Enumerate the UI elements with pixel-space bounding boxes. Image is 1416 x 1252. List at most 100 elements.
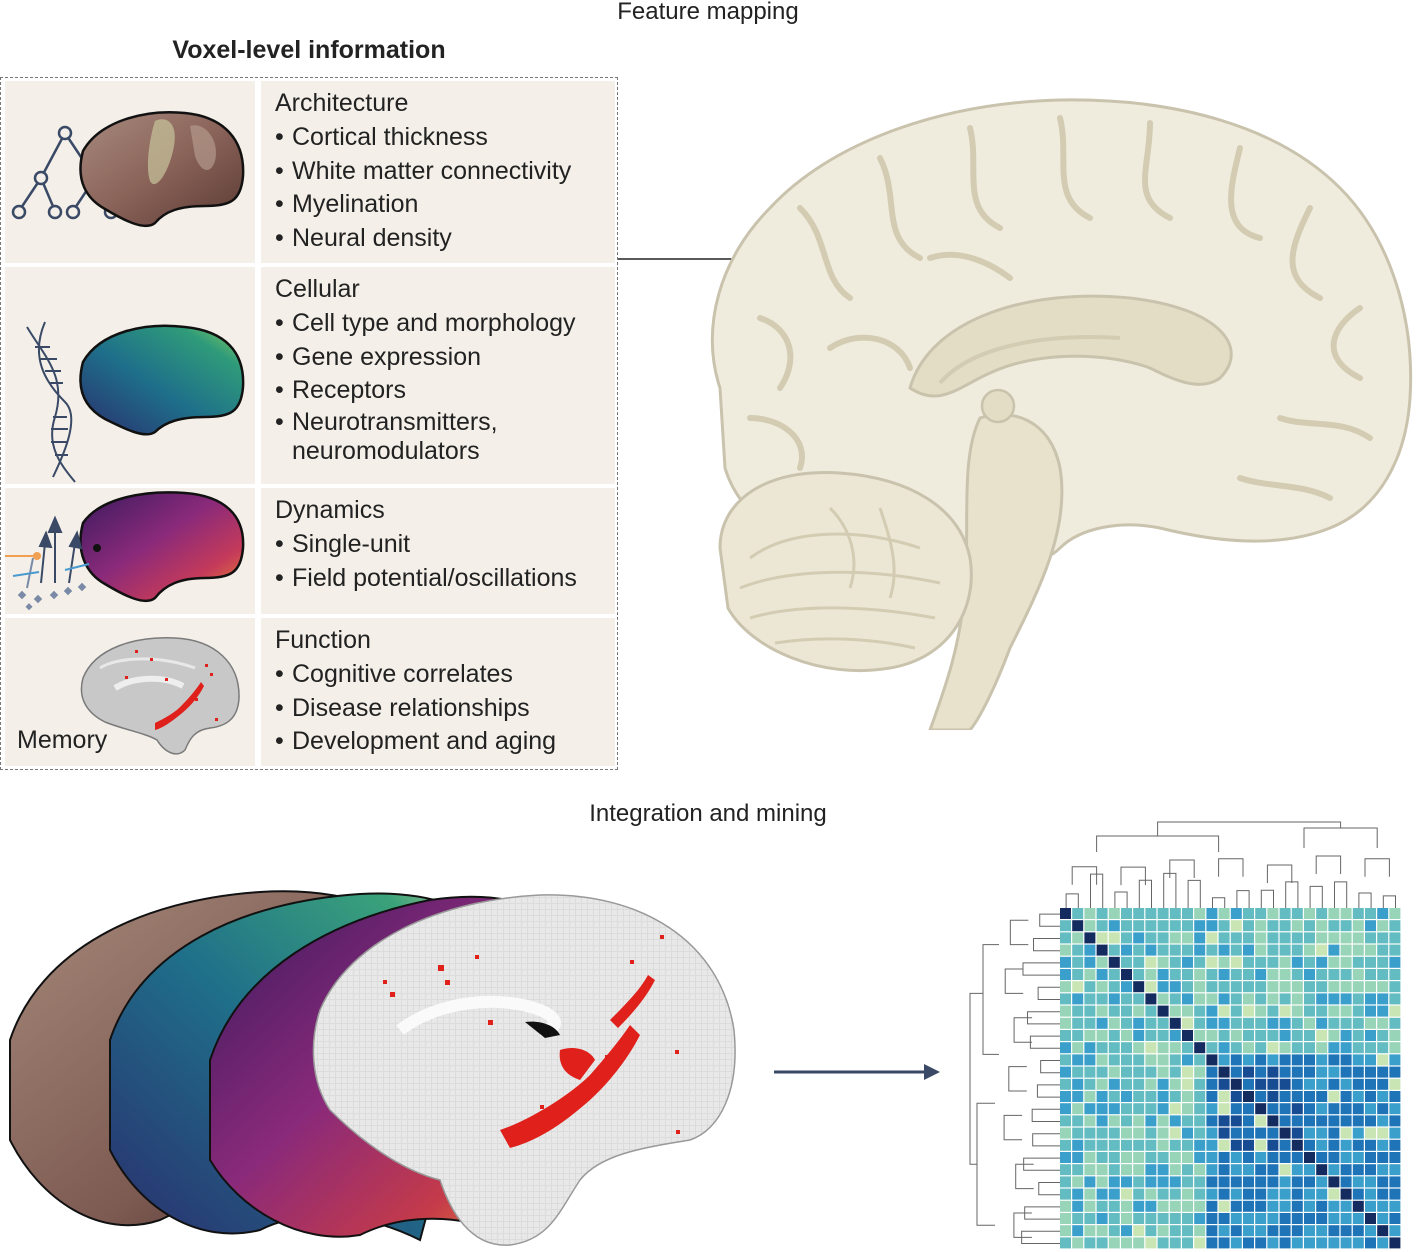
heatmap-cell xyxy=(1121,1176,1132,1188)
dendrogram-branch xyxy=(1309,885,1323,908)
heatmap-cell xyxy=(1255,1091,1267,1102)
heatmap-cell xyxy=(1157,981,1169,993)
integration-arrow xyxy=(774,1064,940,1080)
heatmap-cell xyxy=(1194,1176,1206,1188)
heatmap-cell xyxy=(1365,1017,1376,1029)
heatmap-cell xyxy=(1279,1078,1291,1090)
heatmap-cell xyxy=(1230,932,1242,944)
heatmap-cell xyxy=(1060,1005,1071,1017)
dynamics-row: Dynamics Single-unit Field potential/osc… xyxy=(5,488,615,614)
heatmap-cell xyxy=(1133,1127,1145,1139)
heatmap-cell xyxy=(1084,932,1096,944)
heatmap-cell xyxy=(1121,944,1132,956)
heatmap-cell xyxy=(1096,944,1108,956)
heatmap-cell xyxy=(1121,908,1132,919)
heatmap-cell xyxy=(1145,1237,1157,1249)
heatmap-cell xyxy=(1255,920,1267,932)
heatmap-cell xyxy=(1267,993,1279,1005)
heatmap-cell xyxy=(1194,1213,1206,1224)
heatmap-cell xyxy=(1365,908,1376,919)
heatmap-cell xyxy=(1206,1164,1218,1176)
heatmap-cell xyxy=(1084,1115,1096,1127)
heatmap-cell xyxy=(1255,1054,1267,1066)
heatmap-cell xyxy=(1194,1103,1206,1115)
heatmap-cell xyxy=(1133,1042,1145,1054)
heatmap-cell xyxy=(1243,1017,1254,1029)
heatmap-cell xyxy=(1291,1237,1303,1249)
heatmap-cell xyxy=(1182,981,1193,993)
dendrogram-branch xyxy=(1071,866,1098,885)
heatmap-cell xyxy=(1230,956,1242,968)
heatmap-cell xyxy=(1291,1152,1303,1163)
heatmap-cell xyxy=(1182,1042,1193,1054)
heatmap-cell xyxy=(1340,1091,1352,1102)
heatmap-cell xyxy=(1145,956,1157,968)
heatmap-cell xyxy=(1206,1091,1218,1102)
heatmap-cell xyxy=(1157,932,1169,944)
heatmap-cell xyxy=(1072,1225,1084,1237)
heatmap-cell xyxy=(1352,1188,1364,1200)
bullet-item: White matter connectivity xyxy=(275,155,615,189)
dendrogram-branch xyxy=(1169,859,1195,878)
heatmap-cell xyxy=(1389,920,1401,932)
heatmap-cell xyxy=(1267,908,1279,919)
heatmap-cell xyxy=(1279,1164,1291,1176)
heatmap-cell xyxy=(1352,1176,1364,1188)
heatmap-cell xyxy=(1108,1103,1120,1115)
heatmap-cell xyxy=(1328,956,1340,968)
heatmap-cell xyxy=(1377,1200,1389,1212)
heatmap-cell xyxy=(1243,1176,1254,1188)
heatmap-cell xyxy=(1267,1091,1279,1102)
heatmap-cell xyxy=(1328,1213,1340,1224)
dendrogram-branch xyxy=(982,944,999,1055)
heatmap-cell xyxy=(1133,993,1145,1005)
heatmap-cell xyxy=(1096,1139,1108,1151)
heatmap-cell xyxy=(1377,1115,1389,1127)
cellular-row: Cellular Cell type and morphology Gene e… xyxy=(5,267,615,484)
heatmap-cell xyxy=(1072,1152,1084,1163)
heatmap-cell xyxy=(1218,932,1230,944)
heatmap-cell xyxy=(1218,1164,1230,1176)
heatmap-cell xyxy=(1060,1103,1071,1115)
heatmap-cell xyxy=(1169,956,1181,968)
heatmap-cell xyxy=(1096,1030,1108,1041)
heatmap-cell xyxy=(1169,1091,1181,1102)
heatmap-cell xyxy=(1340,1188,1352,1200)
heatmap-cell xyxy=(1194,1030,1206,1041)
heatmap-cell xyxy=(1169,920,1181,932)
heatmap-cell xyxy=(1182,1188,1193,1200)
heatmap-cell xyxy=(1182,1030,1193,1041)
heatmap-cell xyxy=(1194,1042,1206,1054)
heatmap-cell xyxy=(1365,1225,1376,1237)
heatmap-cell xyxy=(1316,1152,1328,1163)
heatmap-cell xyxy=(1243,920,1254,932)
heatmap-cell xyxy=(1255,1188,1267,1200)
heatmap-cell xyxy=(1365,1030,1376,1041)
heatmap-cell xyxy=(1096,908,1108,919)
heatmap-cell xyxy=(1389,1152,1401,1163)
heatmap-cell xyxy=(1194,993,1206,1005)
heatmap-cell xyxy=(1267,1213,1279,1224)
heatmap-cell xyxy=(1267,1152,1279,1163)
heatmap-cell xyxy=(1291,908,1303,919)
heatmap-cell xyxy=(1218,1176,1230,1188)
dendrogram-branch xyxy=(1157,821,1342,836)
heatmap-cell xyxy=(1145,1152,1157,1163)
heatmap-cell xyxy=(1206,1213,1218,1224)
heatmap-cell xyxy=(1157,1139,1169,1151)
heatmap-cell xyxy=(1194,1115,1206,1127)
heatmap-cell xyxy=(1291,981,1303,993)
heatmap-cell xyxy=(1230,1078,1242,1090)
heatmap-cell xyxy=(1316,1115,1328,1127)
heatmap-cell xyxy=(1304,1054,1315,1066)
heatmap-cell xyxy=(1206,1054,1218,1066)
heatmap-cell xyxy=(1145,1030,1157,1041)
dendrogram-branch xyxy=(1358,892,1372,908)
heatmap-cell xyxy=(1121,993,1132,1005)
heatmap-cell xyxy=(1304,1139,1315,1151)
heatmap-cell xyxy=(1304,1066,1315,1078)
heatmap-cell xyxy=(1316,1091,1328,1102)
heatmap-cell xyxy=(1340,1176,1352,1188)
heatmap-cell xyxy=(1145,1005,1157,1017)
heatmap-cell xyxy=(1084,981,1096,993)
